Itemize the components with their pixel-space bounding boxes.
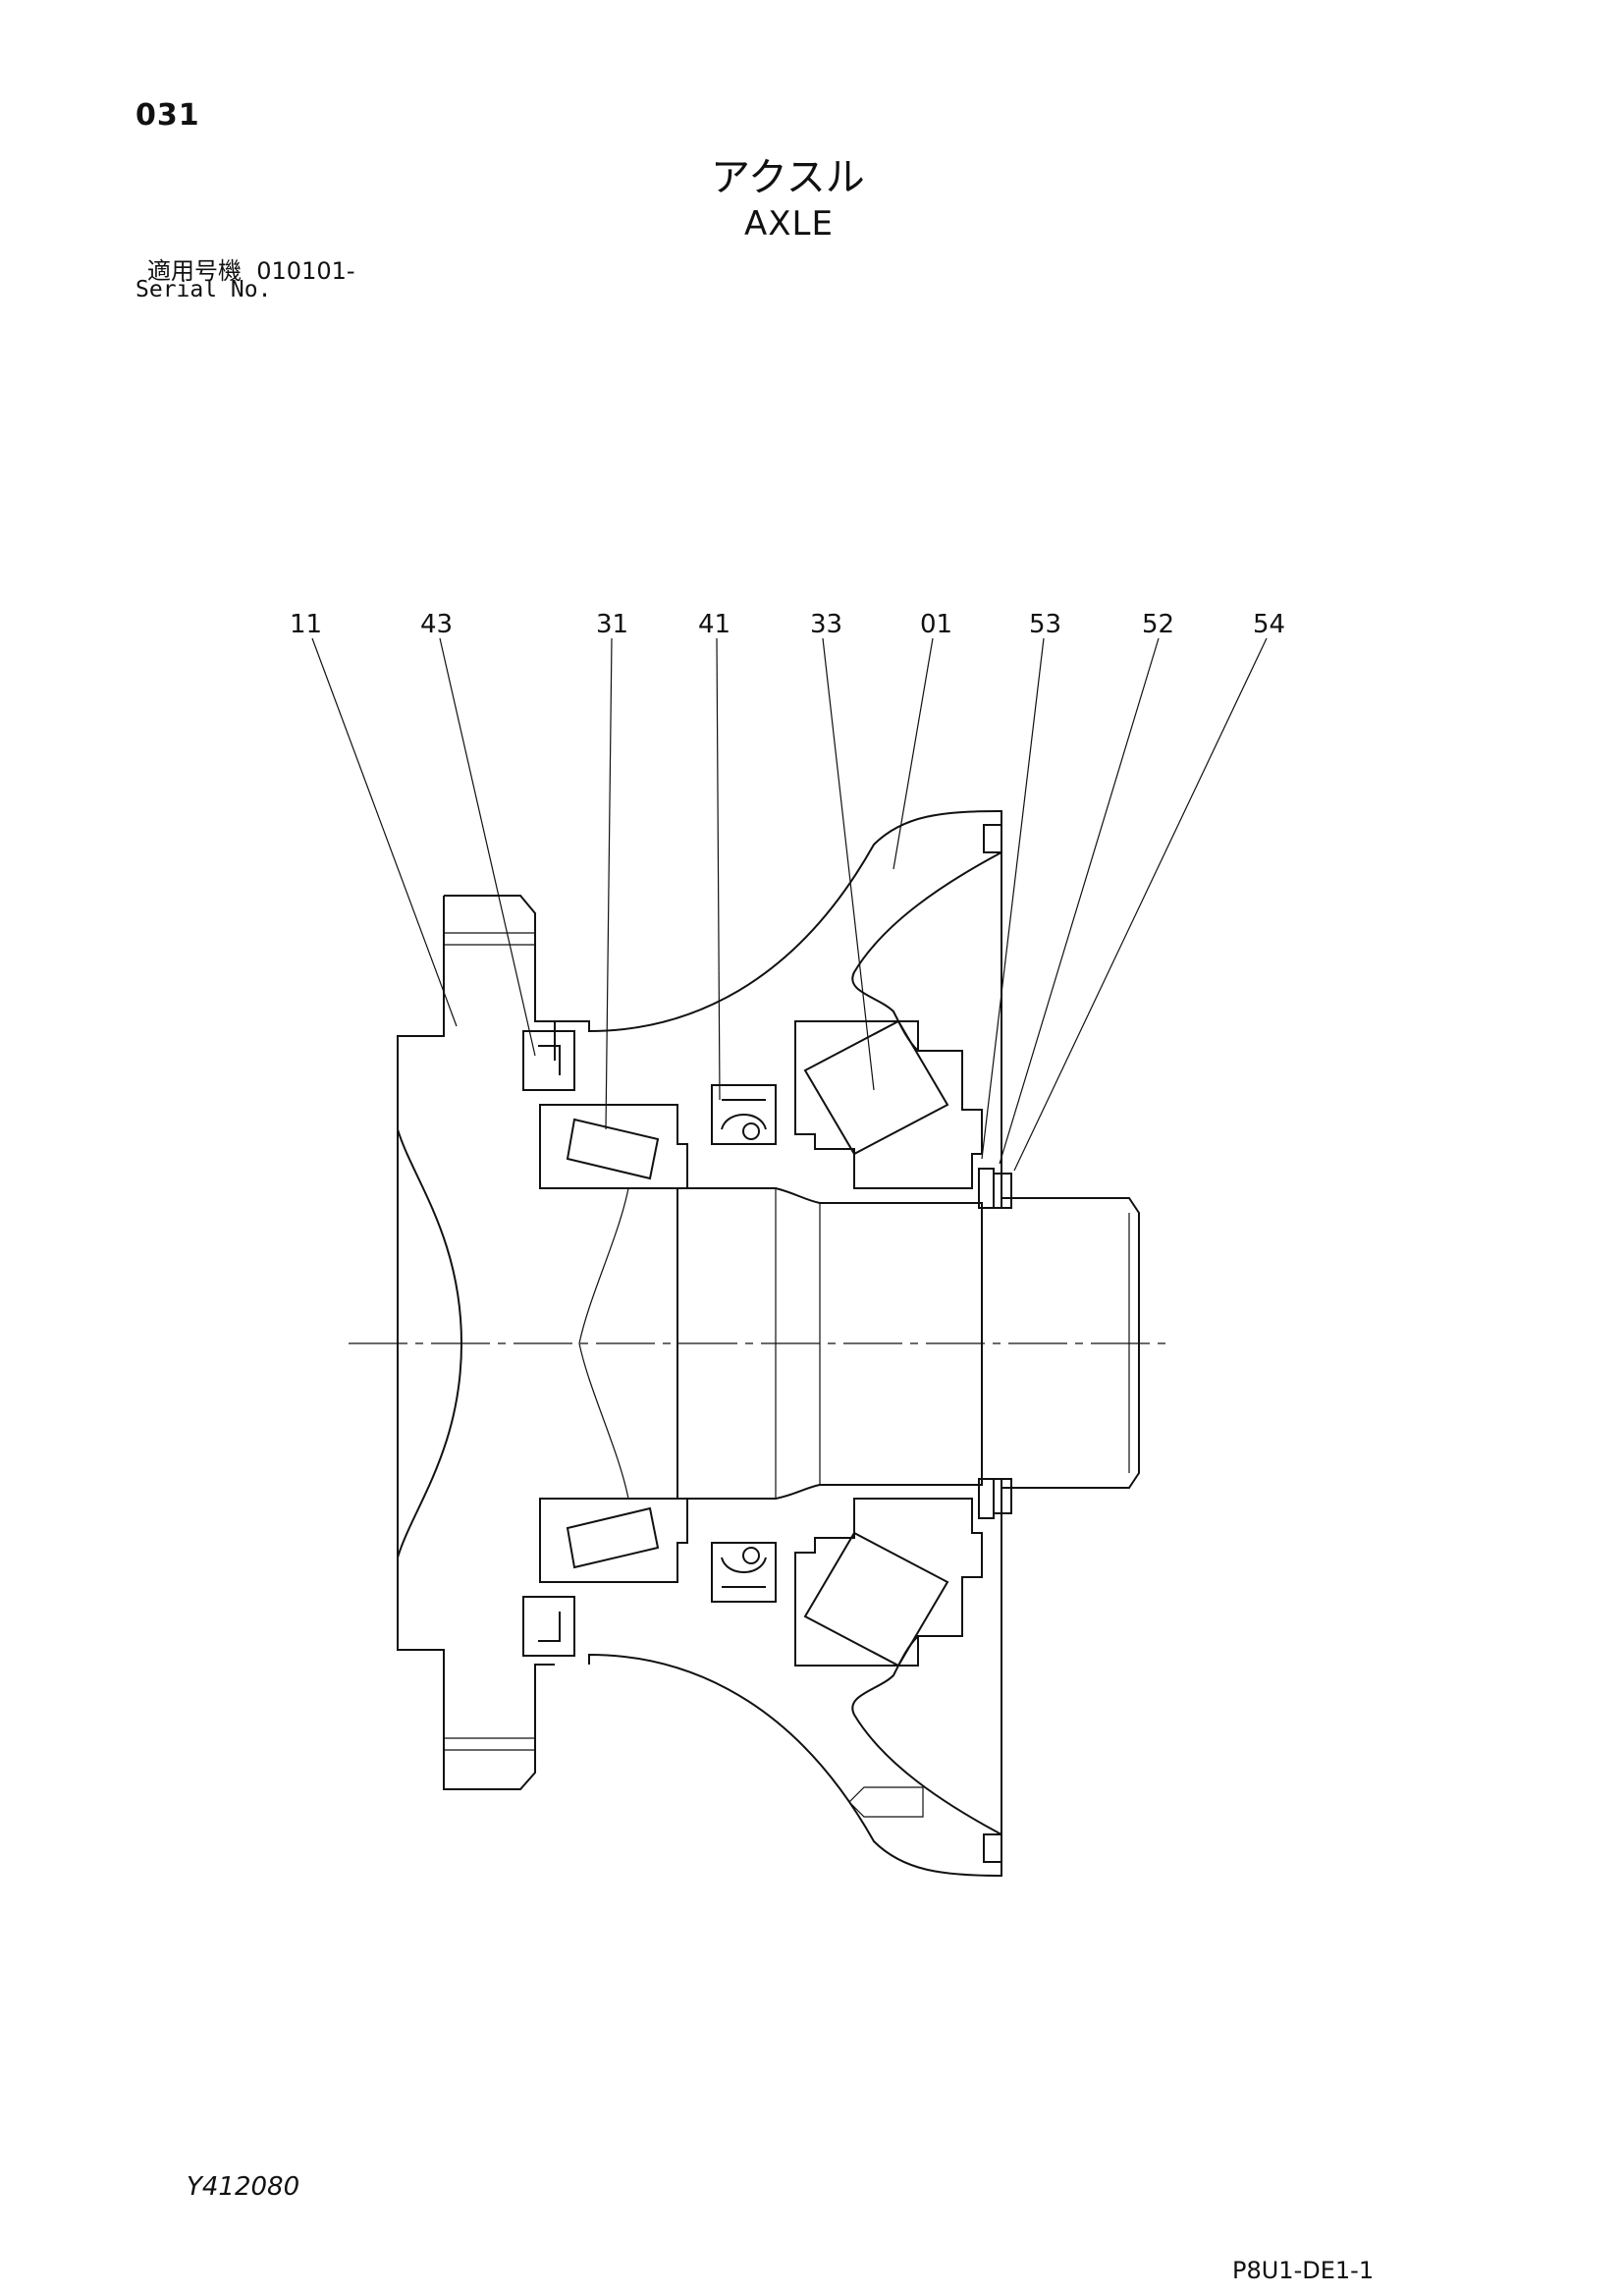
title-japanese: アクスル: [711, 155, 865, 200]
housing-outline: [555, 809, 1002, 1878]
leader-01: [893, 637, 934, 870]
callout-53: 53: [1029, 610, 1061, 639]
leader-52: [999, 637, 1160, 1165]
floating-seal-top: [711, 1084, 777, 1145]
leader-11: [311, 637, 458, 1027]
small-roller-bottom: [566, 1506, 660, 1569]
housing-slot-top: [983, 824, 1002, 853]
housing-bearing-seat-top: [794, 1020, 983, 1189]
small-bearing-race-top: [539, 1104, 688, 1189]
hub-flange-outline: [397, 895, 556, 1790]
large-roller-top: [803, 1019, 949, 1156]
leader-54: [1013, 637, 1268, 1172]
callout-11: 11: [290, 610, 322, 639]
retaining-ring-bottom: [522, 1596, 575, 1657]
leader-41: [716, 637, 721, 1101]
retaining-ring-top: [522, 1030, 575, 1091]
serial-label-jp: 適用号機: [147, 257, 242, 285]
floating-seal-oring-top: [742, 1122, 760, 1140]
callout-52: 52: [1142, 610, 1174, 639]
housing-slot-bottom: [983, 1833, 1002, 1863]
callout-31: 31: [596, 610, 628, 639]
hub-flange-inner-curve: [397, 1128, 463, 1558]
spindle-step-line: [775, 1188, 821, 1499]
small-bearing-race-bottom: [539, 1498, 688, 1583]
page-number: 031: [135, 98, 200, 133]
floating-seal-oring-bottom: [742, 1547, 760, 1564]
serial-applicability: 適用号機 010101-: [147, 251, 355, 286]
drawing-code: Y412080: [187, 2172, 300, 2202]
lock-plate-bottom: [994, 1478, 1012, 1514]
lock-plate-top: [994, 1173, 1012, 1209]
small-roller-top: [566, 1118, 660, 1180]
lock-nut-bottom: [978, 1478, 995, 1519]
housing-bearing-seat-bottom: [794, 1498, 983, 1667]
serial-value: 010101-: [256, 257, 355, 285]
spindle-end: [982, 1197, 1140, 1489]
leader-53: [981, 637, 1045, 1160]
spindle-shaft: [676, 1187, 983, 1500]
callout-01: 01: [920, 610, 952, 639]
callout-41: 41: [698, 610, 730, 639]
hub-flange-groove-bottom: [444, 1737, 535, 1751]
leader-33: [822, 637, 875, 1091]
floating-seal-bottom: [711, 1542, 777, 1603]
callout-33: 33: [810, 610, 842, 639]
callout-54: 54: [1253, 610, 1285, 639]
leader-43: [439, 637, 536, 1057]
hub-taper-line: [578, 1187, 629, 1500]
serial-label-en: Serial No.: [135, 277, 272, 302]
callout-leaders: [311, 637, 1268, 1172]
leader-31: [605, 637, 613, 1130]
title-english: AXLE: [744, 204, 834, 244]
housing-pin-hole: [848, 1786, 924, 1818]
page-code: P8U1-DE1-1: [1232, 2257, 1375, 2284]
large-roller-bottom: [803, 1531, 949, 1667]
hub-flange-groove-top: [444, 932, 535, 946]
callout-43: 43: [420, 610, 453, 639]
